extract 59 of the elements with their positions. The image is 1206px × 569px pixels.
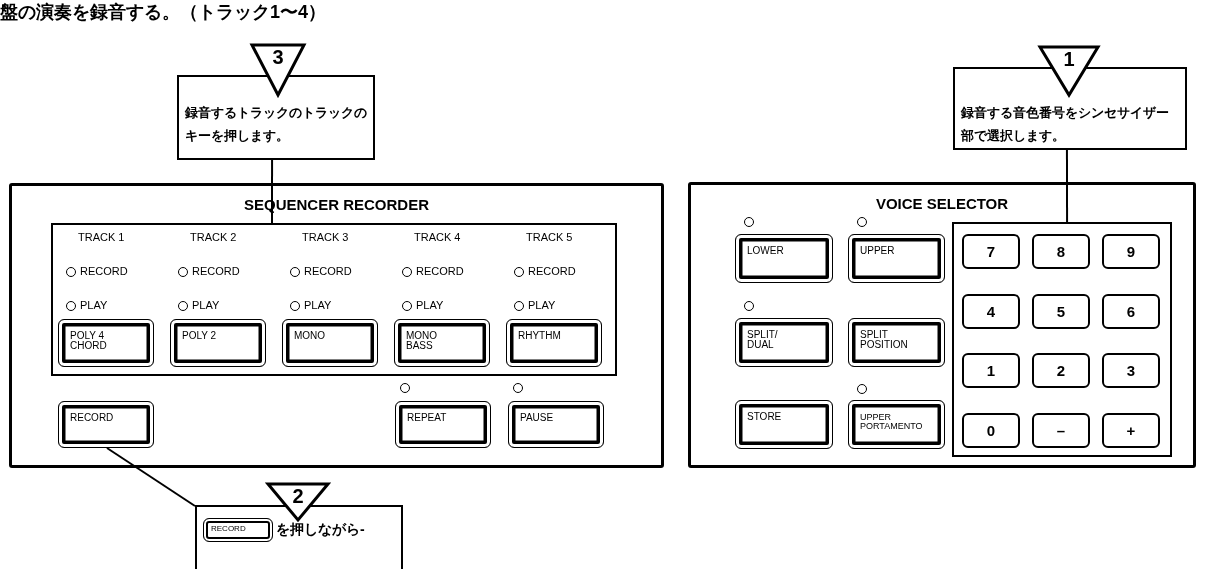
callout-box (953, 45, 1187, 150)
step-number: 3 (271, 46, 285, 68)
control-panel (688, 182, 1196, 468)
instruction-text: 録音するトラックのトラックのキーを押します。 (185, 104, 368, 145)
panel-button: MONO (282, 319, 378, 367)
step-number: 1 (1062, 48, 1076, 70)
number-key: 2 (1032, 353, 1090, 389)
leader-line (271, 159, 274, 224)
indicator-label: PLAY (416, 299, 444, 311)
panel-button: REPEAT (395, 401, 491, 448)
panel-button: STORE (735, 400, 833, 449)
track-label: TRACK 1 (78, 231, 125, 243)
track-label: TRACK 4 (414, 231, 461, 243)
indicator-label: PLAY (192, 299, 220, 311)
callout-box (195, 482, 403, 569)
step-number: 2 (291, 485, 305, 507)
instruction-text: を押しながら- (276, 521, 365, 539)
indicator-label: PLAY (304, 299, 332, 311)
number-key: 1 (962, 353, 1020, 389)
instruction-text: 録音する音色番号をシンセサイザー部で選択します。 (961, 104, 1170, 145)
indicator-label: RECORD (416, 265, 464, 277)
indicator-label: RECORD (80, 265, 128, 277)
panel-button: LOWER (735, 234, 833, 283)
indicator-label: PLAY (80, 299, 108, 311)
number-key: 4 (962, 293, 1020, 329)
number-key: 6 (1102, 293, 1160, 329)
number-key: 0 (962, 413, 1020, 449)
section-frame (952, 222, 1172, 457)
page-title: 盤の演奏を録音する。（トラック1〜4） (0, 1, 327, 24)
panel-button: UPPER PORTAMENTO (848, 400, 945, 449)
track-label: TRACK 2 (190, 231, 237, 243)
section-frame (51, 223, 617, 376)
number-key: 7 (962, 234, 1020, 269)
panel-button: POLY 2 (170, 319, 266, 367)
panel-button: SPLIT/ DUAL (735, 318, 833, 367)
indicator-label: PLAY (528, 299, 556, 311)
number-key: 3 (1102, 353, 1160, 389)
panel-button: RHYTHM (506, 319, 602, 367)
panel-button: MONO BASS (394, 319, 490, 367)
panel-button: RECORD (58, 401, 154, 448)
indicator-label: RECORD (304, 265, 352, 277)
indicator-label: RECORD (192, 265, 240, 277)
panel-button: PAUSE (508, 401, 604, 448)
track-label: TRACK 5 (526, 231, 573, 243)
number-key: 5 (1032, 293, 1090, 329)
number-key: + (1102, 413, 1160, 449)
track-label: TRACK 3 (302, 231, 349, 243)
button-drawing: RECORD (203, 518, 273, 542)
callout-box (177, 43, 375, 160)
panel-title: VOICE SELECTOR (874, 195, 1010, 212)
number-key: – (1032, 413, 1090, 449)
panel-button: SPLIT POSITION (848, 318, 945, 367)
panel-button: UPPER (848, 234, 945, 283)
leader-line (1065, 149, 1069, 223)
control-panel (9, 183, 664, 468)
indicator-label: RECORD (528, 265, 576, 277)
number-key: 8 (1032, 234, 1090, 269)
panel-button: POLY 4 CHORD (58, 319, 154, 367)
number-key: 9 (1102, 234, 1160, 269)
